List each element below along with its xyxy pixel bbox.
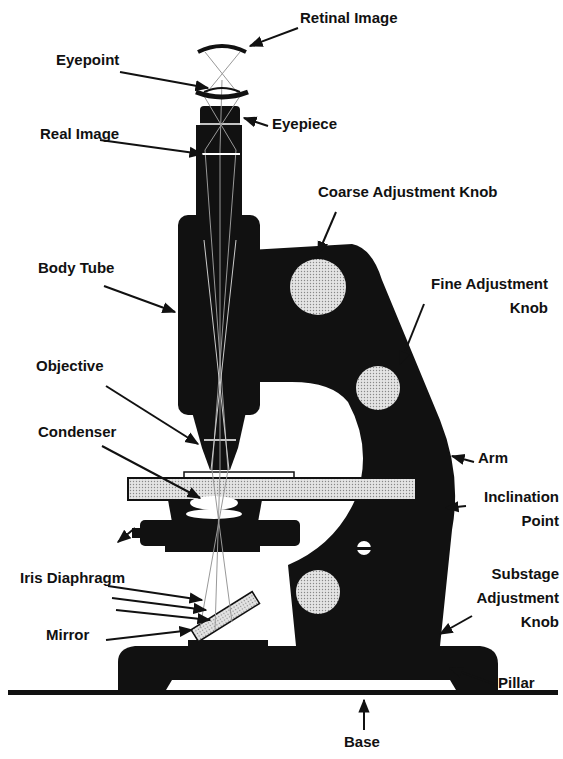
part-label: Retinal Image [300, 6, 450, 30]
part-label: Coarse Adjustment Knob [318, 180, 548, 204]
part-label: Arm [478, 446, 538, 470]
part-label: Iris Diaphragm [20, 566, 170, 590]
part-label: Eyepoint [56, 48, 156, 72]
part-label: Condenser [38, 420, 148, 444]
part-label: Mirror [46, 623, 136, 647]
part-label: Pillar [498, 671, 558, 695]
part-label: Body Tube [38, 256, 148, 280]
part-label: Real Image [40, 122, 150, 146]
part-label: Eyepiece [272, 112, 372, 136]
part-label: Inclination Point [469, 485, 559, 533]
part-label: Substage Adjustment Knob [474, 562, 559, 634]
part-label: Objective [36, 354, 146, 378]
part-label: Base [344, 730, 404, 754]
part-label: Fine Adjustment Knob [418, 272, 548, 320]
